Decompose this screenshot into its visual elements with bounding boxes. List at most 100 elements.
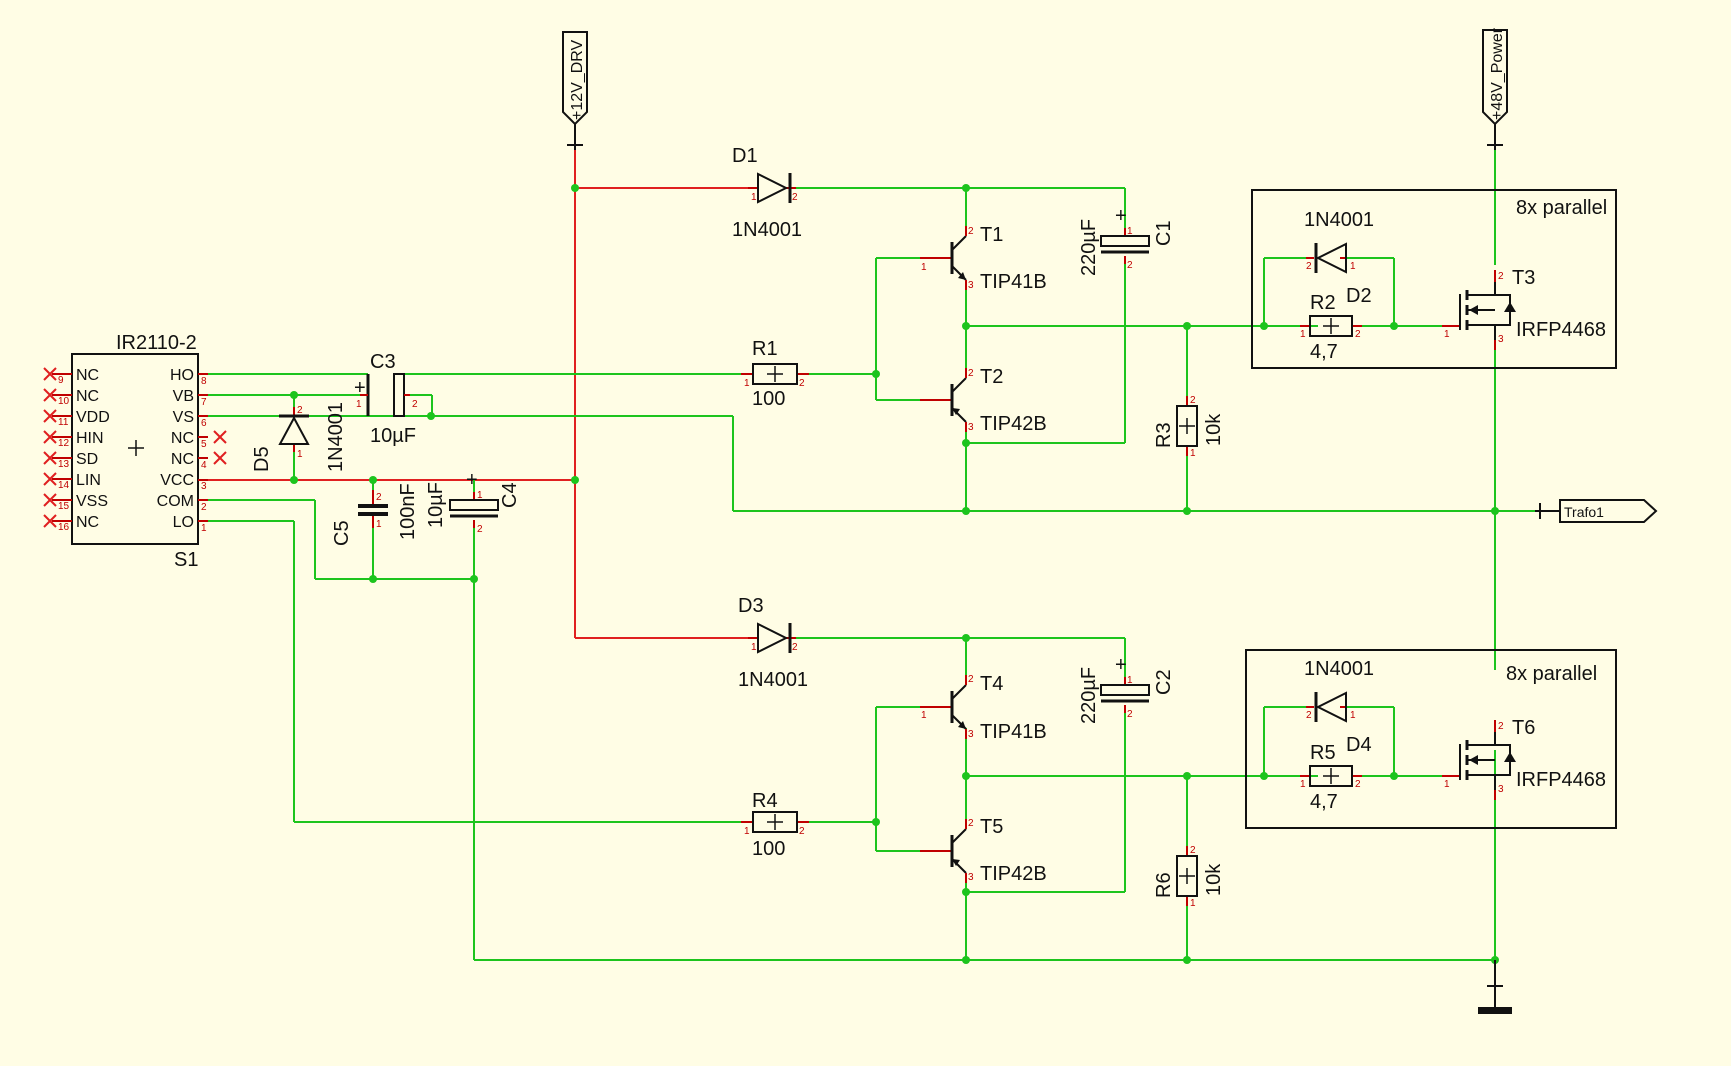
pin-left-6-num: 14 (58, 480, 70, 491)
ic-name: IR2110-2 (116, 332, 197, 354)
pin-left-7-name: VSS (76, 493, 108, 510)
ic-ir2110[interactable]: IR2110-2 S1 NC (43, 332, 227, 571)
d2-pin2: 2 (1306, 261, 1312, 272)
upper-box-label: 8x parallel (1516, 197, 1607, 219)
c1-plus-sign: + (1115, 205, 1127, 227)
diode-d4[interactable]: 1N4001 D4 (1304, 658, 1374, 756)
r6-pin2: 2 (1190, 845, 1196, 856)
c4-pin1: 1 (477, 490, 483, 501)
pin-right-2-num: 7 (201, 397, 207, 408)
diode-d2[interactable]: 1N4001 D2 (1304, 209, 1374, 307)
t5-pin3: 3 (968, 872, 974, 883)
r3-ref: R3 (1153, 422, 1175, 448)
d2-pin1: 1 (1350, 261, 1356, 272)
c1-ref: C1 (1153, 220, 1175, 246)
t1-pin2: 2 (968, 226, 974, 237)
t4-pin3: 3 (968, 729, 974, 740)
resistor-r2[interactable]: R2 4,7 (1300, 292, 1362, 363)
pin-right-2-name: VB (173, 388, 194, 405)
diode-d1[interactable]: D1 1N4001 (732, 145, 802, 241)
t6-ref: T6 (1512, 717, 1535, 739)
pin-right-4-name: NC (171, 430, 194, 447)
t3-pin1: 1 (1444, 329, 1450, 340)
pin-right-7-num: 2 (201, 502, 207, 513)
c3-ref: C3 (370, 351, 396, 373)
c1-pin1: 1 (1127, 226, 1133, 237)
c4-plus-sign: + (466, 469, 478, 491)
t4-ref: T4 (980, 673, 1003, 695)
t4-value: TIP41B (980, 721, 1047, 743)
capacitor-c2[interactable]: + C2 220µF (1078, 654, 1175, 724)
c3-pin1: 1 (356, 399, 362, 410)
t4-pin2: 2 (968, 674, 974, 685)
supply-flag-12v[interactable]: +12V_DRV (562, 31, 588, 150)
transistor-t5[interactable]: T5 TIP42B (920, 816, 1047, 885)
supply-flag-48v[interactable]: +48V_Power (1482, 27, 1508, 150)
resistor-r5[interactable]: R5 4,7 (1300, 742, 1362, 813)
transistor-t2[interactable]: T2 TIP42B (920, 366, 1047, 435)
d5-ref: D5 (251, 446, 273, 472)
pin-right-6-num: 3 (201, 481, 207, 492)
resistor-r1[interactable]: R1 100 (741, 338, 809, 410)
diode-d3[interactable]: D3 1N4001 (738, 595, 808, 691)
r2-pin1: 1 (1300, 329, 1306, 340)
mosfet-t3[interactable]: T3 IRFP4468 (1442, 267, 1606, 350)
pin-right-3-num: 6 (201, 418, 207, 429)
resistor-r3[interactable]: R3 10k (1153, 396, 1225, 456)
pin-right-5-name: NC (171, 451, 194, 468)
r2-value: 4,7 (1310, 341, 1338, 363)
transistor-t1[interactable]: T1 TIP41B (920, 224, 1047, 293)
c2-pin1: 1 (1127, 675, 1133, 686)
supply-12v-label: +12V_DRV (569, 39, 586, 120)
r6-pin1: 1 (1190, 898, 1196, 909)
transistor-t4[interactable]: T4 TIP41B (920, 673, 1047, 743)
r5-pin2: 2 (1355, 779, 1361, 790)
pin-left-4-name: HIN (76, 430, 104, 447)
capacitor-c3[interactable]: + C3 10µF (354, 351, 416, 447)
t1-ref: T1 (980, 224, 1003, 246)
mosfet-t6[interactable]: T6 IRFP4468 (1442, 717, 1606, 800)
t3-pin2: 2 (1498, 271, 1504, 282)
c3-pin2: 2 (412, 399, 418, 410)
pin-right-7-name: COM (157, 493, 194, 510)
t5-pin2: 2 (968, 818, 974, 829)
supply-48v-label: +48V_Power (1489, 27, 1506, 120)
d4-pin2: 2 (1306, 710, 1312, 721)
c5-value: 100nF (397, 483, 419, 540)
c5-ref: C5 (331, 520, 353, 546)
resistor-r6[interactable]: R6 10k (1153, 846, 1225, 906)
capacitor-c1[interactable]: + C1 220µF (1078, 205, 1175, 276)
pin-left-1-num: 9 (58, 375, 64, 386)
d3-value: 1N4001 (738, 669, 808, 691)
t1-pin1: 1 (921, 262, 927, 273)
d4-value: 1N4001 (1304, 658, 1374, 680)
trafo1-label: Trafo1 (1564, 504, 1604, 520)
output-port-trafo1[interactable]: Trafo1 (1535, 499, 1658, 523)
pin-left-1-name: NC (76, 367, 99, 384)
t3-pin3: 3 (1498, 334, 1504, 345)
diode-d5[interactable]: D5 1N4001 (251, 402, 347, 472)
ic-ref: S1 (174, 549, 198, 571)
pin-left-7-num: 15 (58, 501, 70, 512)
resistor-r4[interactable]: R4 100 (741, 790, 809, 860)
t6-value: IRFP4468 (1516, 769, 1606, 791)
capacitor-c5[interactable]: C5 100nF (331, 483, 419, 546)
t2-pin2: 2 (968, 368, 974, 379)
d1-pin1: 1 (751, 192, 757, 203)
capacitor-c4[interactable]: + C4 10µF (425, 469, 521, 528)
pin-left-2-num: 10 (58, 396, 70, 407)
c4-value: 10µF (425, 482, 447, 528)
pin-right-3-name: VS (173, 409, 194, 426)
ic-origin-cross (128, 440, 144, 456)
d2-value: 1N4001 (1304, 209, 1374, 231)
lower-box-label: 8x parallel (1506, 663, 1597, 685)
t2-ref: T2 (980, 366, 1003, 388)
t4-pin1: 1 (921, 710, 927, 721)
r3-value: 10k (1203, 413, 1225, 446)
d1-value: 1N4001 (732, 219, 802, 241)
t6-pin1: 1 (1444, 779, 1450, 790)
pin-right-4-num: 5 (201, 439, 207, 450)
d4-pin1: 1 (1350, 710, 1356, 721)
d2-ref: D2 (1346, 285, 1372, 307)
r5-value: 4,7 (1310, 791, 1338, 813)
